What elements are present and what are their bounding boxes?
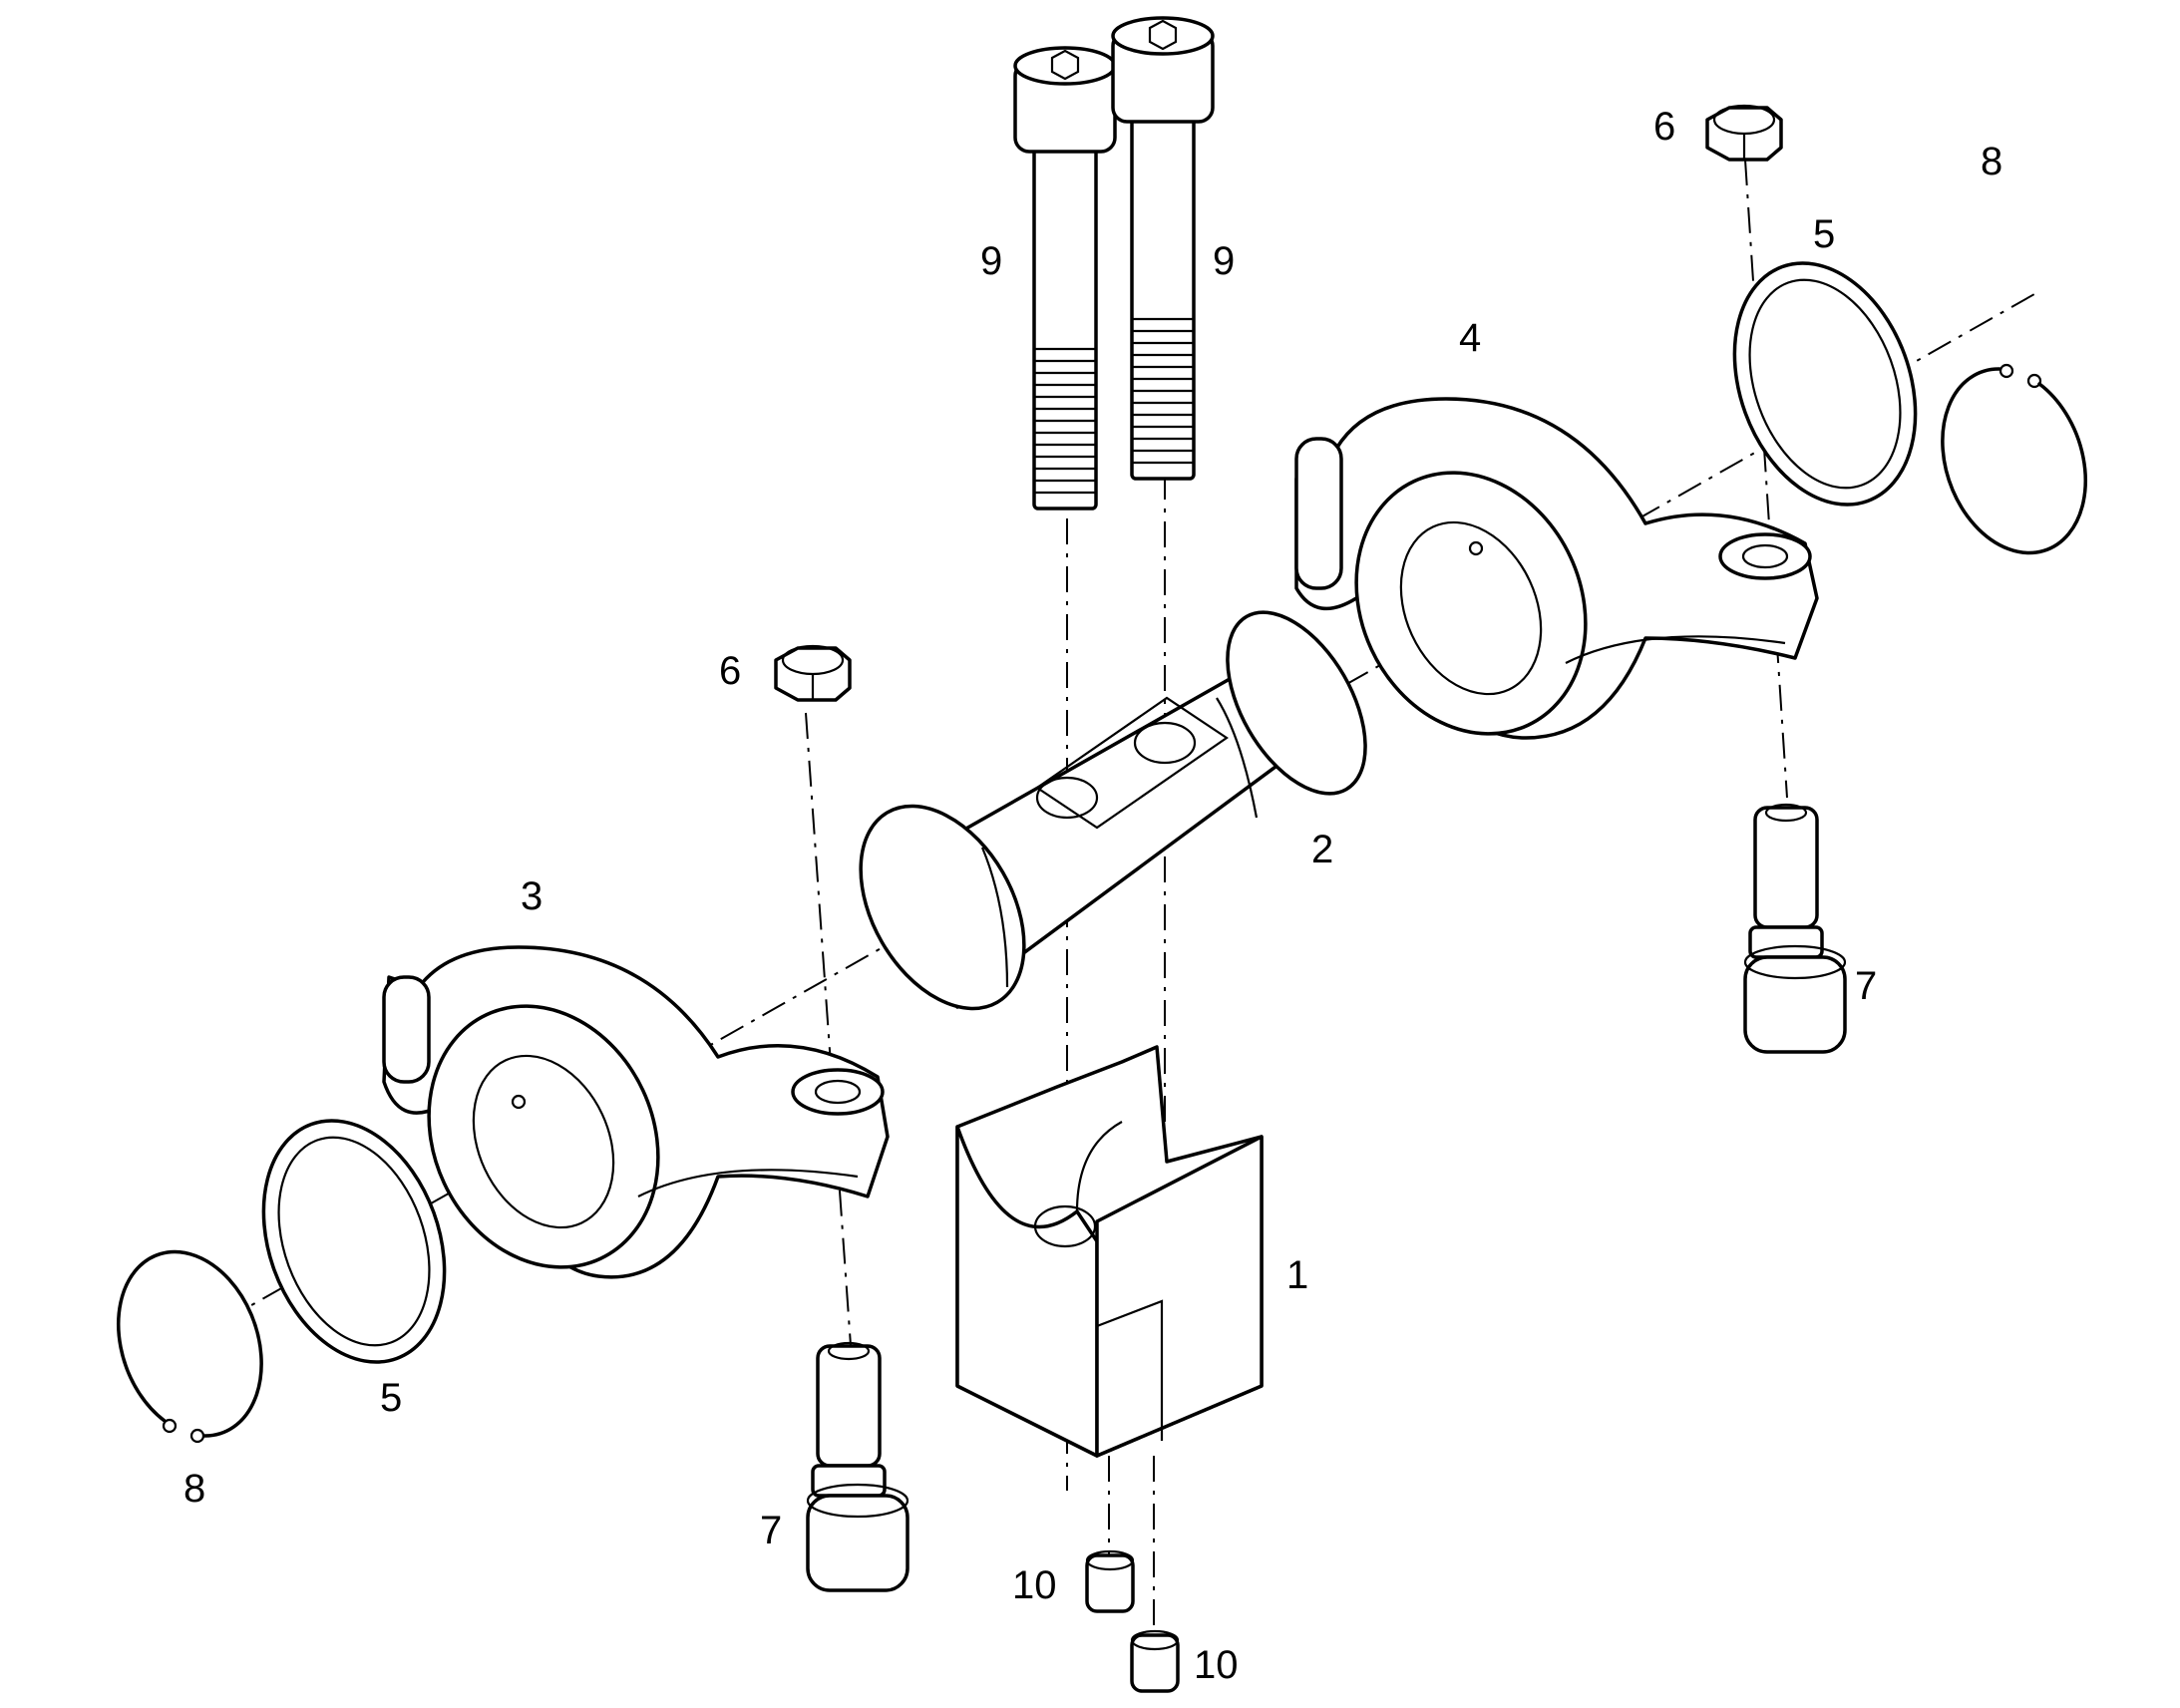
screw-head-top	[1111, 16, 1215, 56]
screw-stem	[1753, 806, 1819, 929]
shaft-end-right	[1226, 610, 1367, 796]
washer-inner	[1748, 278, 1902, 490]
hex-socket	[1050, 49, 1080, 81]
bolt-hole-right	[1133, 721, 1197, 765]
block-front-left	[955, 1125, 1099, 1458]
hex-nut-left	[774, 644, 852, 702]
block-saddle	[1075, 1121, 1123, 1212]
arm-tip	[382, 975, 431, 1084]
callout-part-5-right: 5	[1813, 212, 1835, 256]
dowel-pin-lower	[1130, 1629, 1180, 1693]
rocker-arm-left	[382, 945, 890, 1279]
adjuster-bore	[1741, 543, 1789, 569]
screw-ball-end	[1743, 955, 1847, 1054]
circlip-left	[117, 1249, 263, 1444]
arm-hub	[427, 1004, 660, 1269]
callout-part-8-left: 8	[183, 1467, 205, 1511]
shaft-end-left	[859, 804, 1026, 1011]
callout-labels: 1 2 3 4 5 5 6 6 7 7 8 8 9 9 10 10	[183, 105, 2002, 1687]
washer-inner	[277, 1136, 431, 1347]
callout-part-10-upper: 10	[1012, 1563, 1057, 1607]
callout-part-2: 2	[1311, 828, 1333, 871]
callout-part-8-right: 8	[1981, 140, 2002, 183]
adjuster-bore	[814, 1079, 862, 1105]
screw-stem	[816, 1344, 882, 1468]
adjusting-screw-right	[1743, 803, 1847, 1054]
circlip-ring	[117, 1249, 263, 1438]
adjuster-boss	[1718, 532, 1812, 580]
adjuster-boss	[791, 1068, 885, 1116]
callout-part-6-right: 6	[1653, 105, 1675, 149]
callout-part-9-left: 9	[980, 239, 1002, 283]
washer-outer	[1732, 261, 1918, 507]
screw-collar	[811, 1464, 887, 1498]
screw-shank	[1130, 108, 1196, 481]
callout-part-10-lower: 10	[1194, 1643, 1239, 1687]
support-block	[955, 1045, 1264, 1458]
circlip-eye	[2026, 373, 2042, 389]
arm-edge	[637, 1169, 859, 1197]
washer-right	[1732, 261, 1918, 507]
arm-tip	[1294, 437, 1343, 590]
callout-part-5-left: 5	[380, 1376, 402, 1420]
rocker-arm-right	[1294, 397, 1819, 740]
screw-collar	[1748, 925, 1824, 959]
adjusting-screw-left	[806, 1341, 909, 1592]
callout-part-7-right: 7	[1855, 964, 1877, 1008]
circlip-right	[1941, 363, 2087, 555]
hex-nut-right	[1705, 104, 1783, 162]
screw-thread	[1034, 347, 1096, 495]
cap-screw-left	[1013, 46, 1117, 511]
callout-part-4: 4	[1459, 316, 1481, 360]
hex-socket	[1148, 19, 1178, 51]
pin-body	[1085, 1553, 1135, 1613]
callout-part-7-left: 7	[760, 1509, 782, 1552]
circlip-eye	[1998, 363, 2014, 379]
arm-bore	[472, 1054, 615, 1229]
arm-bore	[1399, 520, 1543, 696]
arm-hub	[1354, 471, 1588, 736]
circlip-ring	[1941, 367, 2087, 555]
groove-left	[980, 847, 1009, 988]
dowel-pin-upper	[1085, 1549, 1135, 1613]
screw-shank	[1032, 138, 1098, 511]
pin-body	[1130, 1633, 1180, 1693]
rocker-shaft	[859, 610, 1367, 1011]
shaft-flat	[1035, 696, 1229, 830]
callout-part-1: 1	[1286, 1253, 1308, 1297]
adjuster-axis-right	[1744, 159, 1788, 799]
circlip-eye	[189, 1428, 205, 1444]
cap-screw-right	[1111, 16, 1215, 481]
block-hole	[1033, 1204, 1097, 1248]
block-front-right	[1095, 1135, 1264, 1458]
callout-part-6-left: 6	[719, 649, 741, 693]
bolt-hole-left	[1035, 776, 1099, 820]
screw-ball-end	[806, 1494, 909, 1592]
screw-thread	[1132, 317, 1194, 465]
arm-edge	[1565, 635, 1786, 664]
washer-outer	[261, 1119, 447, 1364]
callout-part-3: 3	[521, 874, 543, 918]
oil-hole	[511, 1094, 527, 1110]
block-step	[1096, 1299, 1164, 1441]
callout-part-9-right: 9	[1213, 239, 1235, 283]
washer-left	[261, 1119, 447, 1364]
oil-hole	[1468, 540, 1484, 556]
circlip-eye	[162, 1418, 178, 1434]
groove-right	[1216, 697, 1259, 819]
